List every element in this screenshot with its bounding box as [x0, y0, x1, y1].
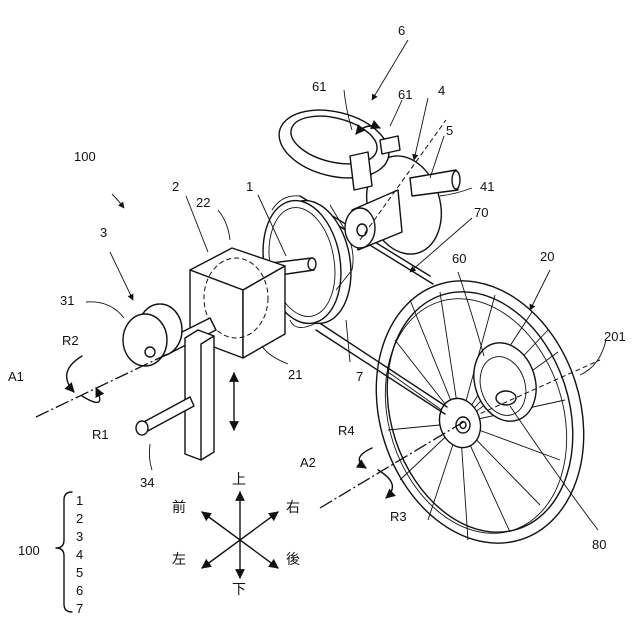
legend-item: 4 — [76, 548, 83, 561]
label-70: 70 — [474, 206, 488, 219]
legend-item: 7 — [76, 602, 83, 615]
label-2: 2 — [172, 180, 179, 193]
label-80: 80 — [592, 538, 606, 551]
legend-item: 6 — [76, 584, 83, 597]
direction-front: 前 — [172, 500, 186, 514]
label-41: 41 — [480, 180, 494, 193]
legend-label: 100 — [18, 544, 40, 557]
label-axis-a2: A2 — [300, 456, 316, 469]
label-201: 201 — [604, 330, 626, 343]
legend-item: 2 — [76, 512, 83, 525]
label-r1: R1 — [92, 428, 109, 441]
legend-item: 5 — [76, 566, 83, 579]
label-31: 31 — [60, 294, 74, 307]
label-5: 5 — [446, 124, 453, 137]
label-60: 60 — [452, 252, 466, 265]
direction-up: 上 — [232, 472, 246, 486]
legend-item: 3 — [76, 530, 83, 543]
label-axis-a1: A1 — [8, 370, 24, 383]
legend-item: 1 — [76, 494, 83, 507]
label-7: 7 — [356, 370, 363, 383]
label-61-right: 61 — [398, 88, 412, 101]
label-r2: R2 — [62, 334, 79, 347]
label-21: 21 — [288, 368, 302, 381]
direction-down: 下 — [232, 582, 246, 596]
label-1: 1 — [246, 180, 253, 193]
label-61-left: 61 — [312, 80, 326, 93]
wheel-20 — [343, 254, 616, 571]
direction-compass — [202, 492, 278, 578]
label-6: 6 — [398, 24, 405, 37]
label-r4: R4 — [338, 424, 355, 437]
legend-brace — [56, 492, 72, 612]
label-34: 34 — [140, 476, 154, 489]
direction-left: 左 — [172, 552, 186, 566]
label-20: 20 — [540, 250, 554, 263]
direction-back: 後 — [286, 552, 300, 566]
label-4: 4 — [438, 84, 445, 97]
direction-right: 右 — [286, 500, 300, 514]
label-r3: R3 — [390, 510, 407, 523]
label-3: 3 — [100, 226, 107, 239]
label-22: 22 — [196, 196, 210, 209]
label-100: 100 — [74, 150, 96, 163]
